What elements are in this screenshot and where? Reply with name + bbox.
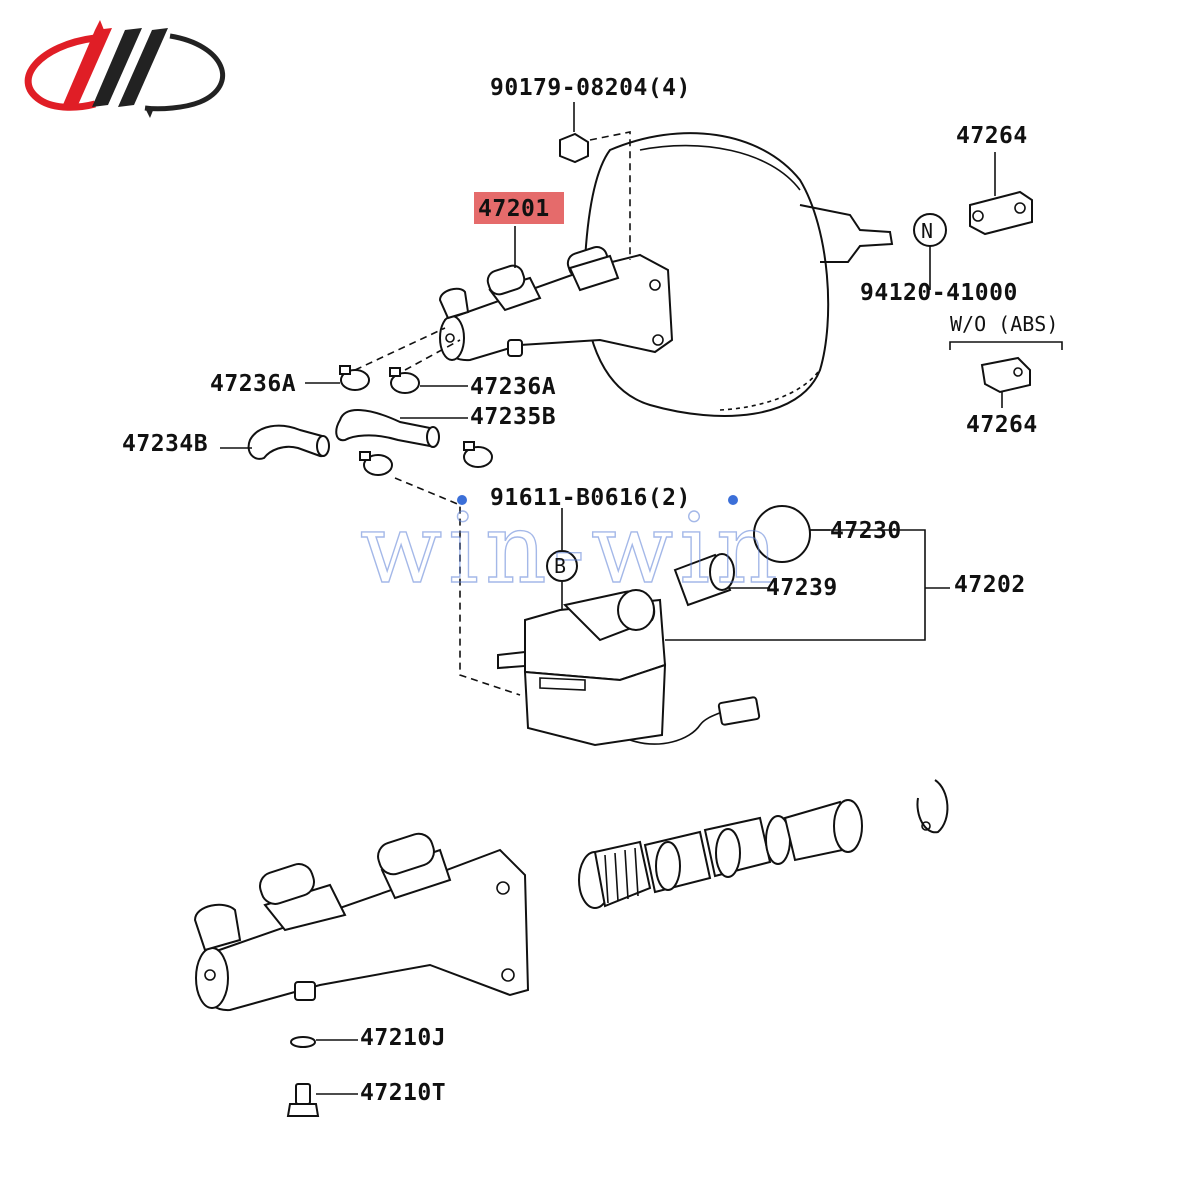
brand-logo [24, 20, 225, 118]
bolt-part [559, 102, 589, 164]
label-pin: 94120-41000 [860, 280, 1018, 306]
bracket-bottom [980, 356, 1031, 408]
hose-guide-line [354, 327, 446, 371]
reservoir-cap [753, 505, 811, 563]
label-strainer: 47239 [766, 575, 838, 601]
clamp-lower-right [463, 441, 493, 468]
label-screw-marker: B [554, 554, 567, 578]
label-hose-left: 47234B [122, 431, 208, 457]
wo-abs-bracket [949, 341, 1063, 350]
label-cap: 47230 [830, 518, 902, 544]
bracket-top [969, 152, 1033, 236]
piston-assembly [578, 799, 863, 909]
hose-left [220, 424, 330, 460]
label-union-bolt: 47210T [360, 1080, 446, 1106]
reservoir-bracket-lines [665, 529, 950, 641]
snap-ring [916, 779, 949, 834]
strainer [673, 553, 770, 607]
master-cylinder-exploded [193, 832, 530, 1012]
union-bolt [286, 1083, 358, 1117]
label-wo-abs: W/O (ABS) [950, 312, 1058, 336]
clamp-left [305, 365, 370, 391]
label-hose-right: 47235B [470, 404, 556, 430]
hose-right [335, 409, 468, 448]
label-bracket-bottom: 47264 [966, 412, 1038, 438]
watermark-dot-right [728, 495, 738, 505]
gasket [290, 1036, 358, 1048]
clamp-right [389, 367, 468, 394]
label-gasket: 47210J [360, 1025, 446, 1051]
clamp-lower-left [359, 451, 393, 476]
screw-marker-circle [546, 550, 578, 582]
watermark: win-win [360, 493, 784, 605]
master-cylinder-top [438, 246, 674, 362]
label-screw: 91611-B0616(2) [490, 485, 691, 511]
label-reservoir: 47202 [954, 572, 1026, 598]
hose-guide-line-2 [404, 339, 461, 371]
label-clamp-left: 47236A [210, 371, 296, 397]
label-bracket-top: 47264 [956, 123, 1028, 149]
part-highlight-box [474, 192, 564, 224]
bolt-guide-line [589, 131, 631, 260]
watermark-dot-left [457, 495, 467, 505]
label-pin-marker: N [921, 219, 934, 243]
label-clamp-right: 47236A [470, 374, 556, 400]
label-bolt: 90179-08204(4) [490, 75, 691, 101]
reservoir-tank [497, 589, 761, 747]
label-master-cylinder-top: 47201 [478, 196, 550, 222]
